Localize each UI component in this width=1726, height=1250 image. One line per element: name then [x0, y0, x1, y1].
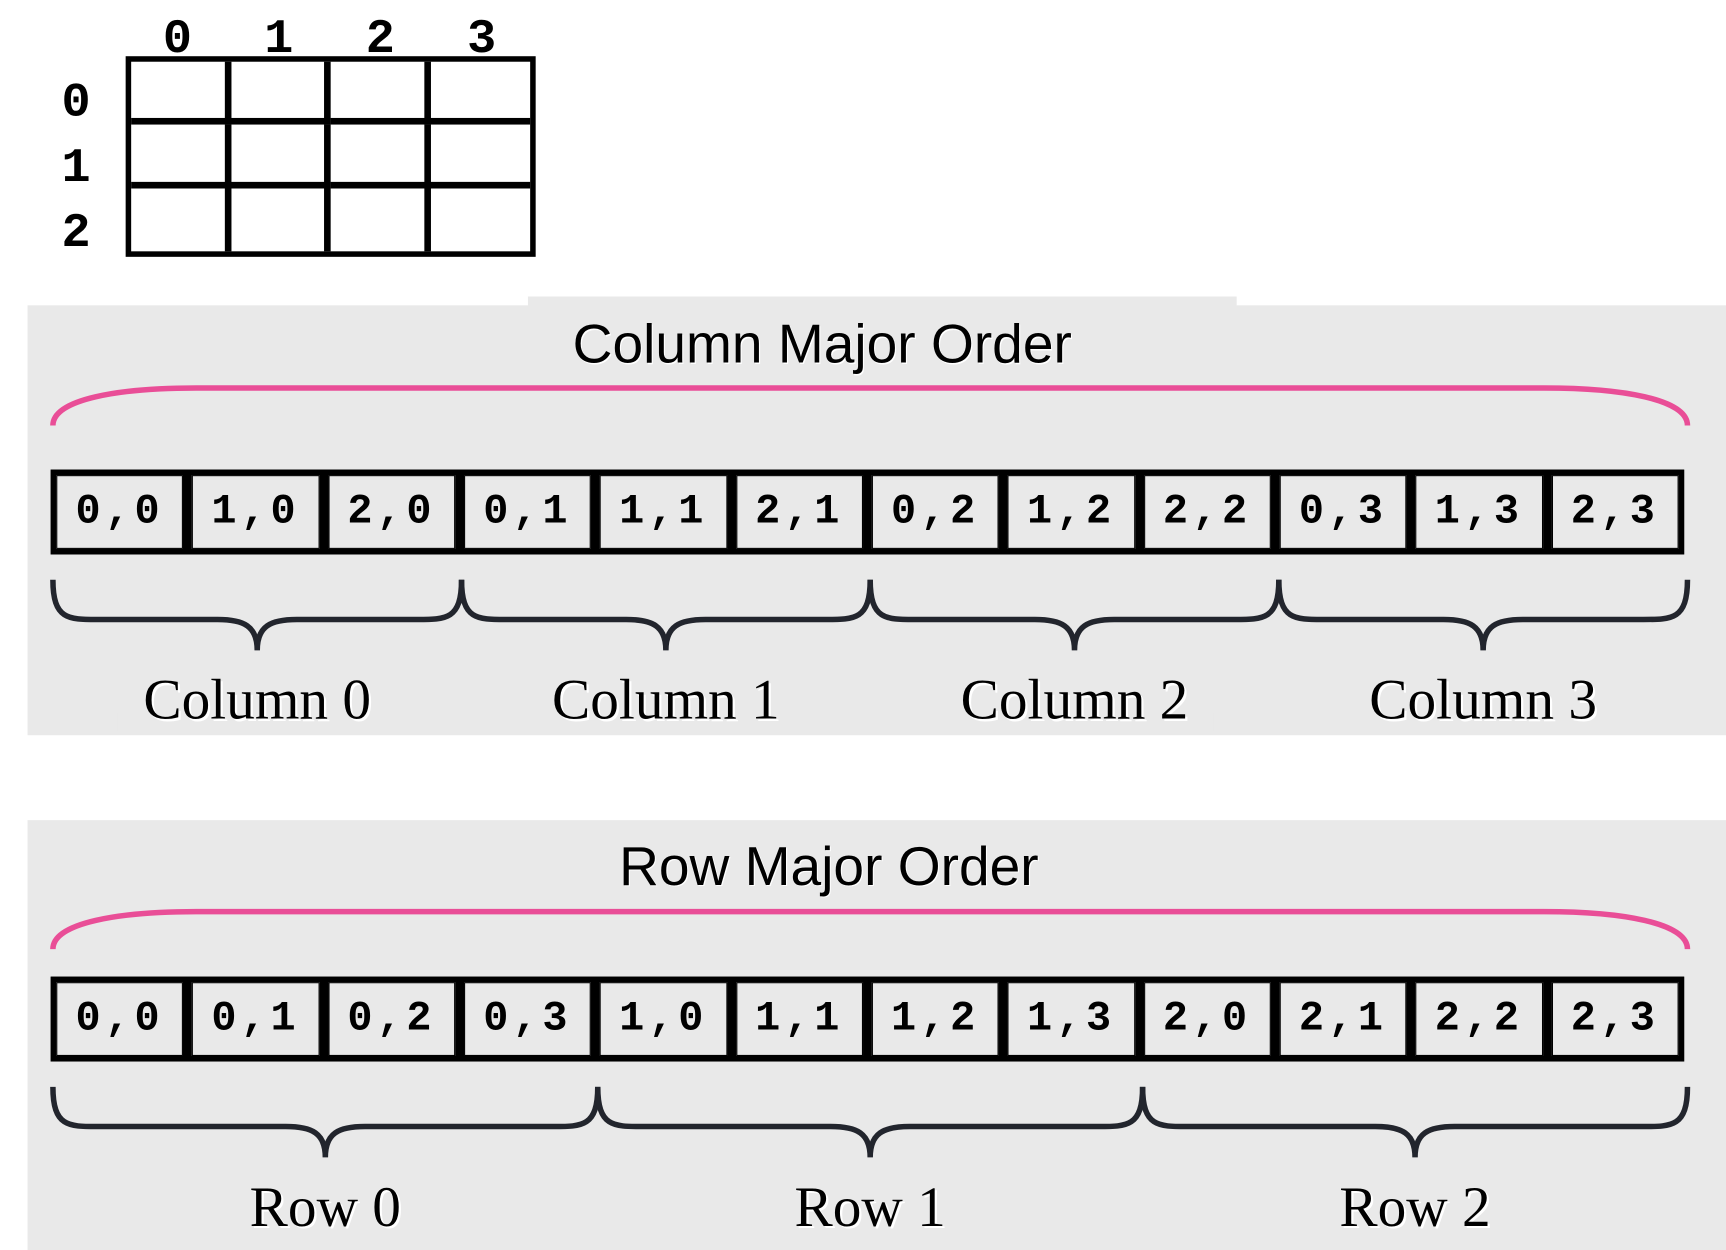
row-major-cell: 1,1: [735, 982, 863, 1057]
row-header-1: 1: [61, 141, 91, 197]
row-major-cell: 1,2: [871, 982, 999, 1057]
row-major-group-label: Row 0: [249, 1176, 401, 1239]
row-major-cell: 0,2: [328, 982, 456, 1057]
column-major-group-brace: [50, 579, 465, 651]
column-major-cell: 2,3: [1551, 475, 1679, 549]
col-header-0: 0: [162, 12, 193, 68]
row-major-cell: 2,0: [1143, 982, 1271, 1057]
column-major-cell: 1,1: [599, 475, 728, 549]
column-major-cell: 1,2: [1007, 475, 1135, 549]
column-major-label-tab: [118, 712, 397, 732]
column-major-title: Column Major Order: [572, 313, 1072, 375]
matrix-cell: [430, 62, 531, 125]
row-header-2: 2: [61, 206, 91, 262]
column-major-group-brace: [1276, 579, 1691, 651]
row-major-span-brace: [50, 908, 1691, 950]
row-major-group-label: Row 2: [1339, 1176, 1491, 1239]
row-major-cell: 1,0: [599, 982, 728, 1057]
matrix-cell: [131, 188, 231, 252]
matrix-grid: [125, 56, 536, 257]
row-major-group-brace: [1139, 1086, 1691, 1158]
row-major-cell: 0,1: [192, 982, 320, 1057]
matrix-cell: [131, 61, 231, 125]
matrix-cell: [230, 124, 331, 189]
column-major-group-brace: [458, 579, 873, 651]
column-major-group-brace: [867, 579, 1282, 651]
column-major-span-brace: [50, 385, 1691, 426]
row-major-cell: 0,3: [464, 982, 592, 1057]
column-major-cell: 0,2: [871, 475, 999, 549]
column-major-group-label: Column 2: [960, 669, 1189, 732]
matrix-cell: [430, 125, 531, 189]
column-major-label-tab: [935, 712, 1214, 732]
column-major-cell: 1,3: [1415, 475, 1543, 549]
row-major-cell: 2,2: [1415, 982, 1543, 1057]
column-major-group-label: Column 1: [552, 669, 780, 732]
column-major-label-tab: [526, 712, 805, 732]
column-major-cell: 0,1: [464, 475, 592, 549]
col-header-1: 1: [264, 12, 294, 68]
matrix-cell: [131, 124, 231, 189]
column-major-label-tab: [1344, 712, 1623, 732]
column-major-cell: 0,3: [1279, 475, 1407, 549]
row-major-cell: 1,3: [1007, 982, 1135, 1057]
row-major-cell: 2,3: [1551, 982, 1679, 1057]
column-major-cell: 2,0: [328, 475, 456, 549]
column-major-cell: 0,0: [56, 475, 184, 549]
matrix-cell: [330, 124, 431, 189]
col-header-2: 2: [365, 12, 395, 68]
column-major-cell: 1,0: [192, 475, 320, 549]
matrix-cell: [230, 61, 331, 125]
column-major-cell: 2,2: [1143, 475, 1271, 549]
column-major-group-label: Column 0: [143, 669, 372, 732]
row-header-0: 0: [61, 76, 91, 132]
row-major-cell: 0,0: [56, 982, 184, 1057]
col-header-3: 3: [467, 12, 497, 68]
column-major-cell: 2,1: [735, 475, 863, 549]
matrix-cell: [231, 188, 331, 252]
column-major-group-label: Column 3: [1369, 669, 1597, 732]
matrix-cell: [330, 61, 431, 125]
row-major-cell: 2,1: [1279, 982, 1407, 1057]
matrix-cell: [331, 188, 431, 252]
row-major-group-label: Row 1: [794, 1176, 946, 1239]
column-major-title-tab: [527, 296, 1237, 308]
row-major-group-brace: [50, 1086, 601, 1158]
row-major-title: Row Major Order: [619, 835, 1039, 898]
row-major-group-brace: [595, 1086, 1146, 1158]
